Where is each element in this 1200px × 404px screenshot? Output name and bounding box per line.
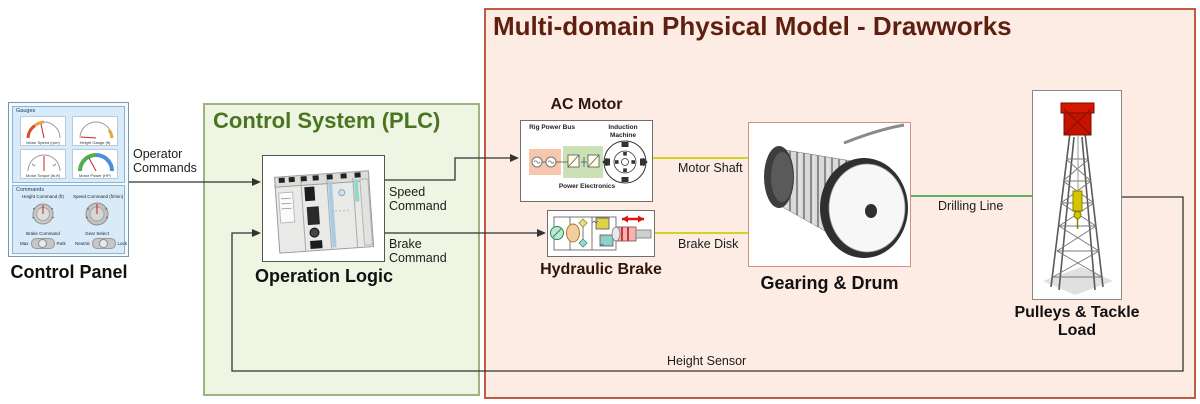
induction-machine-label: Induction Machine [608,124,638,139]
gauge-label: Height Gauge (ft) [79,140,111,145]
toggle-label: Gear Select [85,231,109,236]
gearing-drum-label: Gearing & Drum [760,273,899,293]
height-gauge[interactable]: Height Gauge (ft) [72,116,118,146]
gauge-icon [27,154,61,172]
gauges-group: Gauges Motor Speed (rpm) Height Gauge (f… [12,106,125,183]
gear-select-toggle[interactable]: Neutral Lock [75,238,127,249]
gauges-header: Gauges [16,108,36,114]
ac-motor-block[interactable]: Rig Power Bus Induction Machine Power El… [520,120,653,202]
toggle-pill-icon[interactable] [30,238,55,249]
motor-speed-gauge[interactable]: Motor Speed (rpm) [20,116,66,146]
pulleys-tackle-block[interactable] [1032,90,1122,300]
commands-group: Commands Height Command (ft) Speed Comma… [12,185,127,254]
brake-disk-label: Brake Disk [678,237,739,251]
gearing-drum-block[interactable] [748,122,911,267]
pulleys-tackle-label: Pulleys & Tackle Load [1014,304,1140,339]
toggle-right-label: Lock [117,241,128,246]
control-panel-label: Control Panel [10,262,128,282]
height-command-knob-icon[interactable] [29,200,57,228]
derrick-image [1043,102,1113,295]
toggle-label: Brake Command [26,231,60,236]
gauge-label: Motor Torque (lb-ft) [26,173,60,178]
commands-header: Commands [16,187,45,193]
toggle-left-label: Neutral [75,241,90,246]
plc-hardware-image [273,170,375,254]
drum-image [764,123,908,258]
toggle-pill-icon[interactable] [91,238,116,249]
hydraulic-brake-label: Hydraulic Brake [540,261,662,278]
operation-logic-label: Operation Logic [254,266,393,286]
hydraulic-brake-schematic [550,215,652,251]
brake-command-toggle[interactable]: Max Park [20,238,66,249]
speed-command-label: Speed Command [389,185,447,213]
gauge-icon [79,121,114,139]
ac-motor-schematic [529,140,648,184]
motor-power-gauge[interactable]: Motor Power (HP) [72,149,118,179]
rig-power-bus-label: Rig Power Bus [529,124,575,131]
speed-command-knob-icon[interactable] [83,200,111,228]
gauge-label: Motor Power (HP) [78,173,111,178]
ac-motor-label: AC Motor [550,96,623,113]
gauge-label: Motor Speed (rpm) [26,140,60,145]
height-sensor-label: Height Sensor [667,354,747,368]
gauge-icon [26,120,61,139]
knob-label: Height Command (ft) [22,194,64,199]
drilling-line-label: Drilling Line [938,199,1004,213]
toggle-left-label: Max [20,241,29,246]
power-electronics-label: Power Electronics [558,183,616,190]
physical-model-title: Multi-domain Physical Model - Drawworks [493,11,1012,41]
operation-logic-block[interactable] [262,155,385,262]
motor-shaft-label: Motor Shaft [678,161,743,175]
operator-commands-label: Operator Commands [133,147,197,175]
toggle-right-label: Park [56,241,66,246]
control-system-title: Control System (PLC) [213,108,441,133]
knob-label: Speed Command (ft/min) [73,194,124,199]
control-panel-block[interactable]: Gauges Motor Speed (rpm) Height Gauge (f… [8,102,129,257]
motor-torque-gauge[interactable]: Motor Torque (lb-ft) [20,149,66,179]
gauge-icon [78,153,114,172]
brake-command-label: Brake Command [389,237,447,265]
hydraulic-brake-block[interactable] [547,210,655,257]
